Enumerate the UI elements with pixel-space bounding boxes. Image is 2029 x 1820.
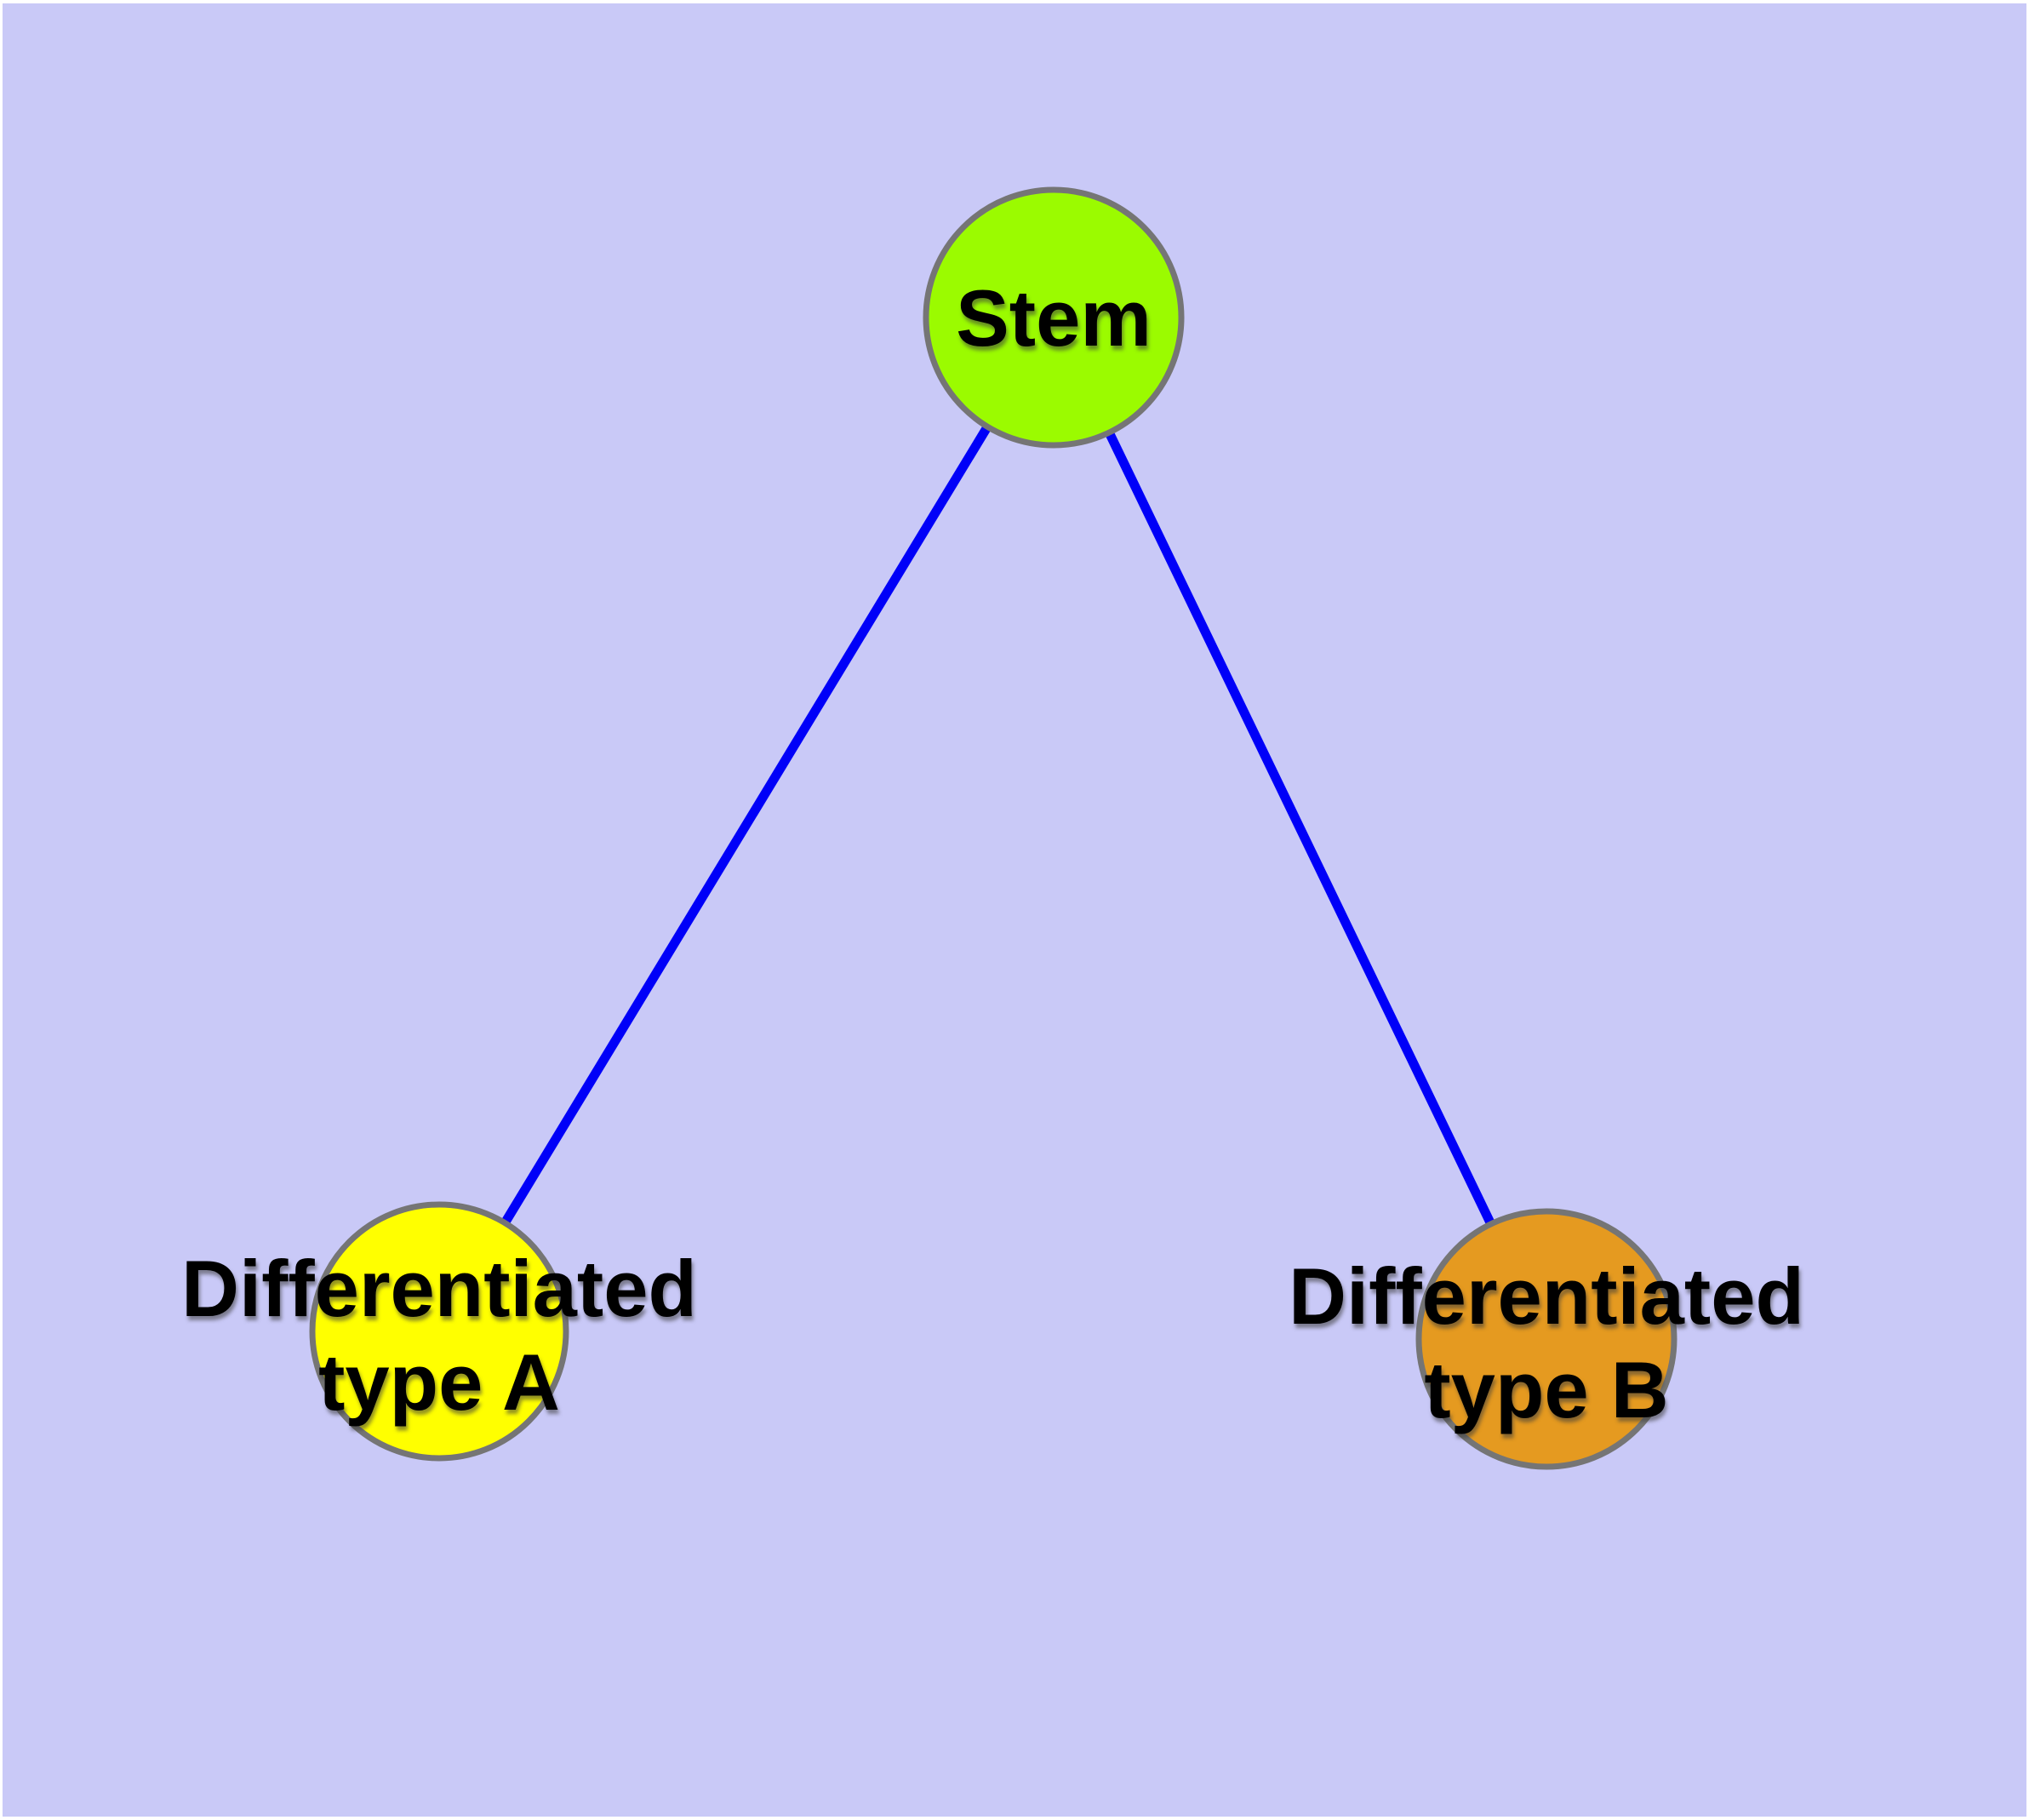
node-differentiated-type-b: Differentiated type B (1289, 1208, 1804, 1470)
stem-node-circle (923, 186, 1185, 449)
edge-stem-to-type-b (1049, 315, 1551, 1342)
type-a-node-label-line1: Differentiated (181, 1244, 697, 1333)
type-a-node-label-line2: type A (318, 1337, 560, 1427)
type-b-node-label-line1: Differentiated (1289, 1251, 1804, 1341)
stem-node-label: Stem (956, 273, 1152, 363)
edge-stem-to-type-a (435, 315, 1058, 1334)
type-b-node-label-line2: type B (1424, 1345, 1668, 1434)
type-b-node-circle (1415, 1208, 1677, 1470)
node-differentiated-type-a: Differentiated type A (181, 1201, 697, 1462)
type-a-node-circle (309, 1201, 569, 1462)
node-stem: Stem (923, 186, 1185, 449)
